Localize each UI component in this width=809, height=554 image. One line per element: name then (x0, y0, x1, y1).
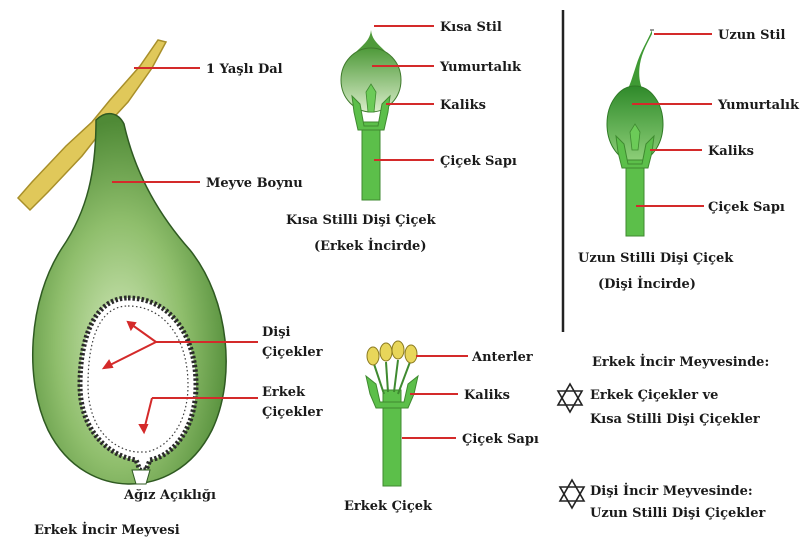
anther-shape (367, 347, 379, 365)
caption-long-female-1: Uzun Stilli Dişi Çiçek (578, 251, 734, 266)
caption-short-female-1: Kısa Stilli Dişi Çiçek (286, 213, 437, 228)
caption-male-fig-fruit: Erkek İncir Meyvesi (34, 522, 180, 538)
long-style-shape (626, 30, 652, 92)
label-female-flowers-1: Dişi (262, 325, 291, 340)
legend-heading: Erkek İncir Meyvesinde: (592, 354, 769, 370)
label-anthers: Anterler (471, 350, 533, 365)
label-short-style: Kısa Stil (440, 20, 502, 35)
caption-short-female-2: (Erkek İncirde) (314, 238, 426, 254)
label-mouth-opening: Ağız Açıklığı (123, 488, 216, 503)
label-long-style: Uzun Stil (718, 28, 785, 43)
male-fig-illustration (18, 40, 226, 484)
legend-female-fig-2: Uzun Stilli Dişi Çiçekler (590, 506, 766, 521)
male-flower (366, 341, 418, 486)
caption-long-female-2: (Dişi İncirde) (598, 276, 696, 292)
label-fruit-neck: Meyve Boynu (206, 176, 303, 191)
label-male-flowers-1: Erkek (262, 385, 306, 400)
anther-shape (392, 341, 404, 359)
label-ovary-b: Yumurtalık (717, 98, 800, 113)
legend-male-fig-1: Erkek Çiçekler ve (590, 388, 718, 403)
label-calyx-a: Kaliks (440, 98, 486, 113)
label-pedicel-c: Çiçek Sapı (462, 432, 539, 447)
label-branch: 1 Yaşlı Dal (206, 62, 283, 77)
label-male-flowers-2: Çiçekler (262, 405, 323, 420)
label-female-flowers-2: Çiçekler (262, 345, 323, 360)
pedicel-b-shape (626, 160, 644, 236)
caption-male-flower: Erkek Çiçek (344, 499, 433, 514)
star-of-david-outline-icon (558, 384, 582, 412)
label-ovary-a: Yumurtalık (439, 60, 522, 75)
short-style-shape (356, 18, 386, 52)
legend-female-fig-1: Dişi İncir Meyvesinde: (590, 483, 753, 499)
anther-shape (380, 343, 392, 361)
star-of-david-outline-icon (560, 480, 584, 508)
label-pedicel-b: Çiçek Sapı (708, 200, 785, 215)
anther-shape (405, 345, 417, 363)
legend-male-fig-2: Kısa Stilli Dişi Çiçekler (590, 412, 760, 427)
short-style-female-flower (341, 18, 401, 200)
label-calyx-b: Kaliks (708, 144, 754, 159)
legend: Erkek İncir Meyvesinde: Erkek Çiçekler v… (558, 354, 769, 521)
label-calyx-c: Kaliks (464, 388, 510, 403)
label-pedicel-a: Çiçek Sapı (440, 154, 517, 169)
